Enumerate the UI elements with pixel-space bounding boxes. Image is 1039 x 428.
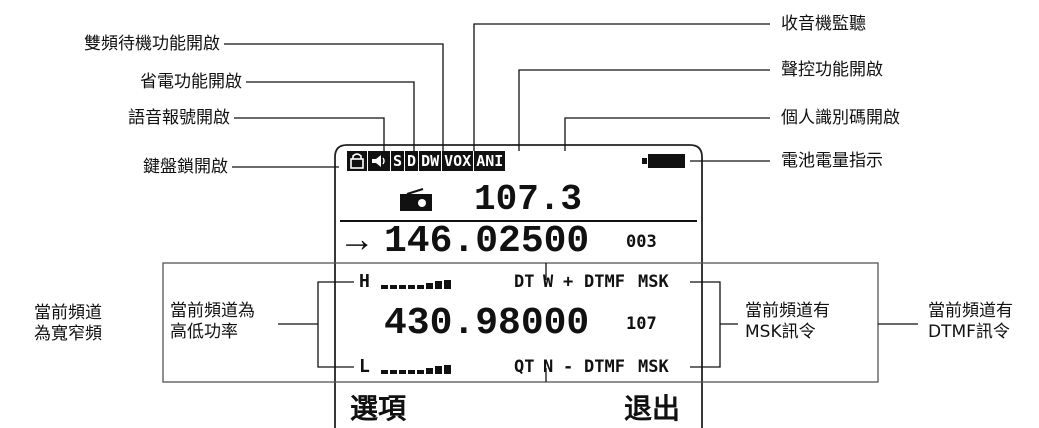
msk-upper: MSK [638,272,669,292]
label-battery: 電池電量指示 [781,151,883,171]
status-power-save: S [391,151,405,171]
label-power-save: 省電功能開啟 [140,72,242,92]
label-narrow-wide: 當前頻道 為寬窄頻 [34,303,102,344]
label-high-low-power: 當前頻道為 高低功率 [170,301,255,342]
upper-frequency: 146.02500 [384,220,590,263]
dtmf-lower: DTMF [584,357,625,377]
label-ani: 個人識別碼開啟 [781,108,900,128]
dtmf-upper: DTMF [584,272,625,292]
label-keypad-lock: 鍵盤鎖開啟 [143,157,228,177]
status-dual: D [405,151,419,171]
upper-arrow: → [346,221,368,262]
softkey-options[interactable]: 選項 [350,392,407,425]
signal-meter-icon [381,365,451,374]
power-high: H [359,271,370,292]
fm-frequency: 107.3 [474,179,583,220]
lower-channel: 107 [626,314,657,334]
signal-meter-icon [381,280,451,289]
label-dual-standby: 雙頻待機功能開啟 [84,34,220,54]
status-vox: VOX [442,151,474,171]
lock-icon [347,151,367,171]
shift-minus: - [563,357,574,377]
battery-icon [642,154,685,168]
shift-plus: + [563,272,574,292]
status-ani: ANI [474,151,506,171]
bandwidth-wide: W [543,272,554,292]
lower-frequency: 430.98000 [384,302,590,345]
msk-lower: MSK [638,357,669,377]
speaker-icon [368,151,390,171]
tone-dt: DT [514,272,535,292]
softkey-exit[interactable]: 退出 [624,392,681,425]
status-bar: S D DW VOX ANI [347,151,506,171]
label-dtmf-signal: 當前頻道有 DTMF訊令 [928,301,1013,342]
upper-channel: 003 [626,232,657,252]
power-low: L [359,356,370,377]
radio-icon [399,188,433,212]
status-dual-watch: DW [419,151,442,171]
label-radio-monitor: 收音機監聽 [781,14,866,34]
label-msk-signal: 當前頻道有 MSK訊令 [745,301,830,342]
label-vox: 聲控功能開啟 [781,60,883,80]
label-voice-announce: 語音報號開啟 [128,108,230,128]
bandwidth-narrow: N [543,357,554,377]
tone-qt: QT [514,357,535,377]
